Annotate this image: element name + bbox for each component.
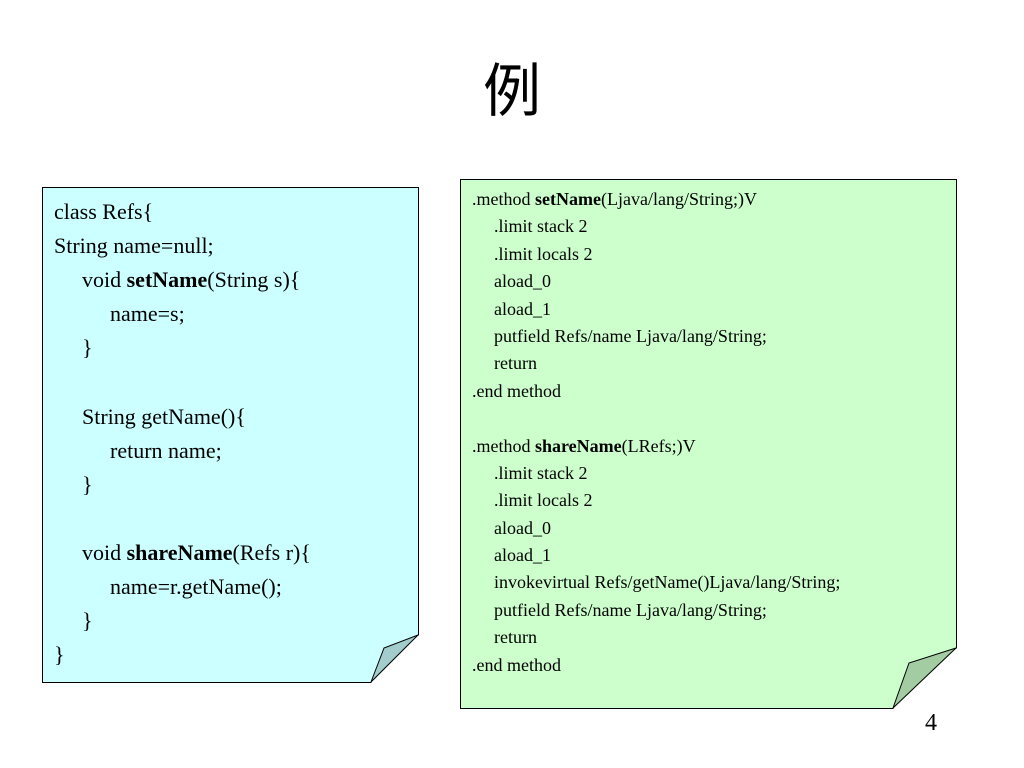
bytecode-note-page-curl	[892, 647, 957, 709]
code-text: void	[82, 539, 127, 565]
code-text: aload_0	[494, 517, 551, 538]
java-source-code: class Refs{ String name=null; void setName…	[54, 195, 311, 672]
code-text: .limit locals 2	[494, 243, 593, 264]
bytecode-line: .limit stack 2	[472, 213, 840, 240]
code-text: (Refs r){	[232, 539, 311, 565]
bytecode-curl-fold	[892, 647, 957, 709]
code-text: }	[82, 471, 93, 497]
code-text: putfield Refs/name Ljava/lang/String;	[494, 599, 767, 620]
code-text: return	[494, 627, 537, 648]
java-code-line	[54, 365, 311, 399]
code-text: (String s){	[207, 267, 301, 293]
code-text: .end method	[472, 380, 561, 401]
method-name-bold: setName	[535, 189, 601, 209]
java-source-note	[42, 187, 419, 683]
bytecode-line: aload_1	[472, 296, 840, 323]
code-text: (LRefs;)V	[621, 435, 696, 456]
bytecode-line: aload_0	[472, 268, 840, 295]
java-curl-fold	[370, 634, 419, 683]
bytecode-line: return	[472, 624, 840, 651]
code-text: invokevirtual Refs/getName()Ljava/lang/S…	[494, 572, 841, 593]
bytecode-line: putfield Refs/name Ljava/lang/String;	[472, 323, 840, 350]
code-text: aload_1	[494, 545, 551, 566]
bytecode-line: .method shareName(LRefs;)V	[472, 433, 840, 460]
code-text: String getName(){	[82, 403, 246, 429]
java-code-line: name=s;	[54, 297, 311, 331]
bytecode-line: return	[472, 350, 840, 377]
java-code-line	[54, 502, 311, 536]
code-text: .method	[472, 189, 535, 209]
bytecode-line	[472, 405, 840, 432]
slide-title: 例	[482, 57, 541, 125]
code-text: .method	[472, 435, 535, 456]
java-code-line: void setName(String s){	[54, 263, 311, 297]
java-note-page-curl	[370, 634, 419, 683]
code-text: void	[82, 267, 127, 293]
page-number: 4	[925, 710, 937, 736]
java-code-line: name=r.getName();	[54, 570, 311, 604]
java-code-line: }	[54, 638, 311, 672]
code-text: aload_0	[494, 271, 551, 292]
code-text: name=r.getName();	[110, 574, 282, 600]
java-code-line: }	[54, 331, 311, 365]
bytecode-line: .end method	[472, 378, 840, 405]
method-name-bold: setName	[126, 267, 208, 293]
java-code-line: }	[54, 468, 311, 502]
code-text: }	[82, 335, 93, 361]
code-text: return name;	[110, 437, 222, 463]
code-text: }	[54, 642, 65, 668]
java-code-line: return name;	[54, 434, 311, 468]
bytecode-note	[460, 179, 957, 709]
java-code-line: String name=null;	[54, 229, 311, 263]
bytecode-line: .method setName(Ljava/lang/String;)V	[472, 186, 840, 213]
code-text: putfield Refs/name Ljava/lang/String;	[494, 325, 767, 346]
code-text: }	[82, 608, 93, 634]
bytecode-line: .limit stack 2	[472, 460, 840, 487]
java-code-line: void shareName(Refs r){	[54, 536, 311, 570]
java-code-line: class Refs{	[54, 195, 311, 229]
code-text: (Ljava/lang/String;)V	[600, 189, 757, 209]
code-text: .end method	[472, 654, 561, 675]
java-code-line: }	[54, 604, 311, 638]
code-text: .limit stack 2	[494, 216, 588, 237]
bytecode-listing: .method setName(Ljava/lang/String;)V .lim…	[472, 186, 840, 679]
method-name-bold: shareName	[535, 435, 622, 456]
code-text: .limit stack 2	[494, 462, 588, 483]
code-text: return	[494, 353, 537, 374]
java-code-line: String getName(){	[54, 400, 311, 434]
code-text: aload_1	[494, 298, 551, 319]
bytecode-line: aload_1	[472, 542, 840, 569]
bytecode-line: aload_0	[472, 515, 840, 542]
code-text: .limit locals 2	[494, 490, 593, 511]
code-text: class Refs{	[54, 199, 154, 224]
bytecode-line: invokevirtual Refs/getName()Ljava/lang/S…	[472, 569, 840, 596]
bytecode-line: .limit locals 2	[472, 241, 840, 268]
bytecode-line: .limit locals 2	[472, 487, 840, 514]
bytecode-line: putfield Refs/name Ljava/lang/String;	[472, 597, 840, 624]
method-name-bold: shareName	[126, 539, 233, 565]
code-text: String name=null;	[54, 233, 214, 259]
code-text: name=s;	[110, 301, 185, 327]
bytecode-line: .end method	[472, 652, 840, 679]
